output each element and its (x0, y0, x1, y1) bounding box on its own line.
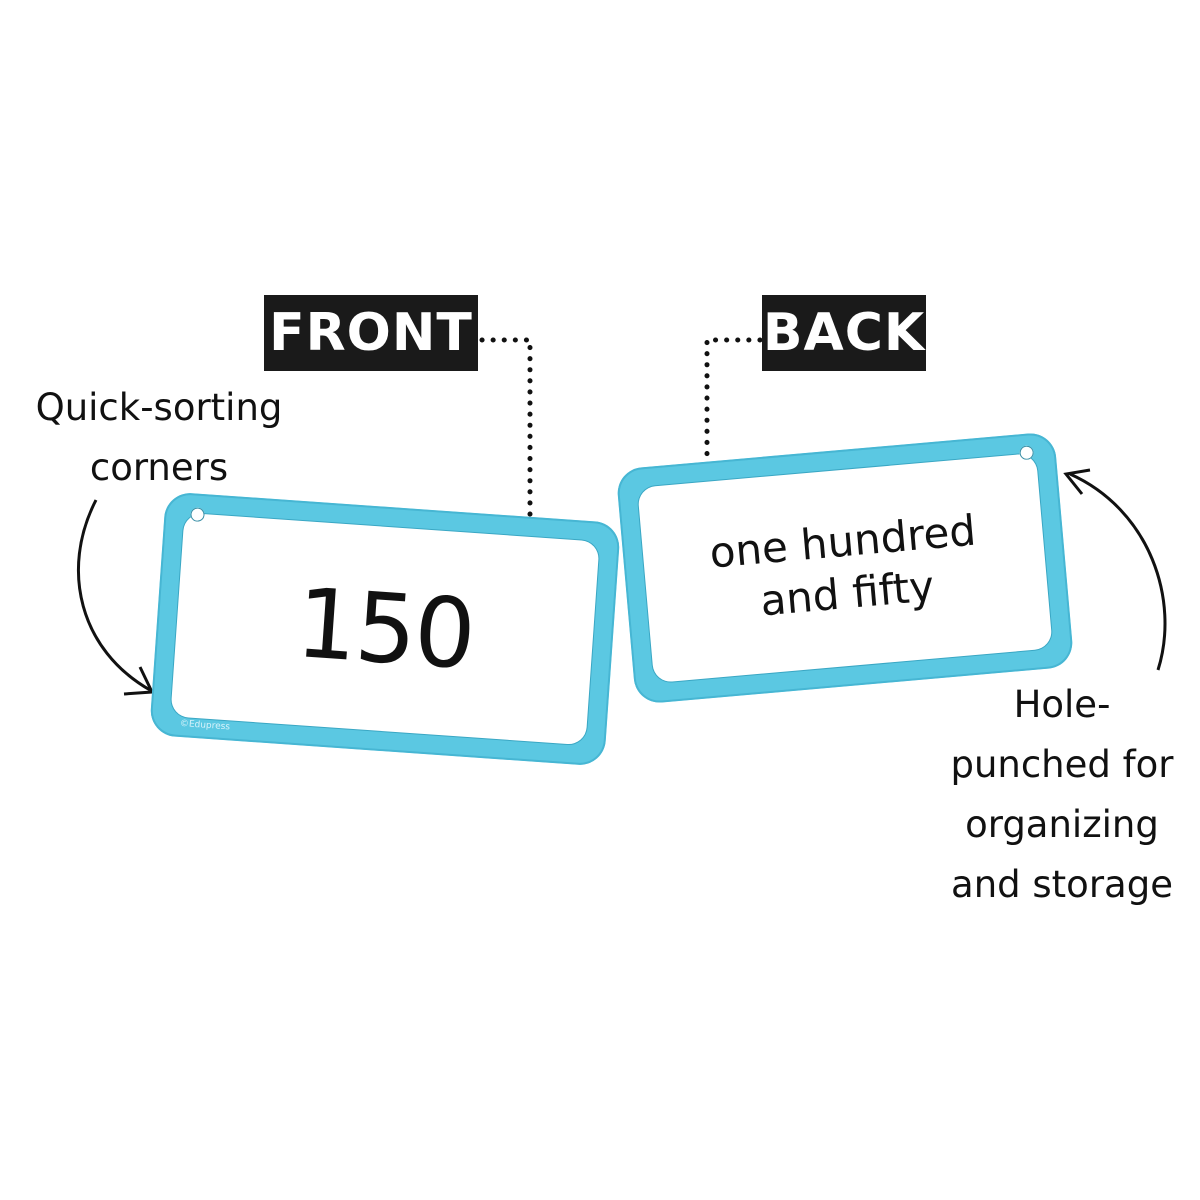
brand-mark: ©Edupress (179, 718, 231, 733)
hole-punched-caption: Hole- punched for organizing and storage (934, 675, 1190, 915)
quick-sorting-caption: Quick-sorting corners (14, 378, 304, 498)
card-face: one hundred and fifty (637, 452, 1053, 684)
card-face: 150 (170, 512, 600, 746)
caption-line: Quick-sorting (35, 386, 283, 429)
caption-line: and storage (951, 863, 1173, 906)
front-flash-card: 150 ©Edupress (149, 491, 621, 767)
curved-arrow-icon (1063, 468, 1167, 671)
caption-line: Hole- (1013, 683, 1111, 726)
card-number: 150 (292, 566, 478, 692)
caption-line: corners (89, 446, 229, 489)
caption-line: punched for (950, 743, 1174, 786)
card-words: one hundred and fifty (637, 453, 1053, 683)
back-label: BACK (762, 295, 926, 371)
back-flash-card: one hundred and fifty (615, 431, 1075, 705)
caption-line: organizing (965, 803, 1159, 846)
front-label: FRONT (264, 295, 478, 371)
curved-arrow-icon (76, 499, 155, 696)
